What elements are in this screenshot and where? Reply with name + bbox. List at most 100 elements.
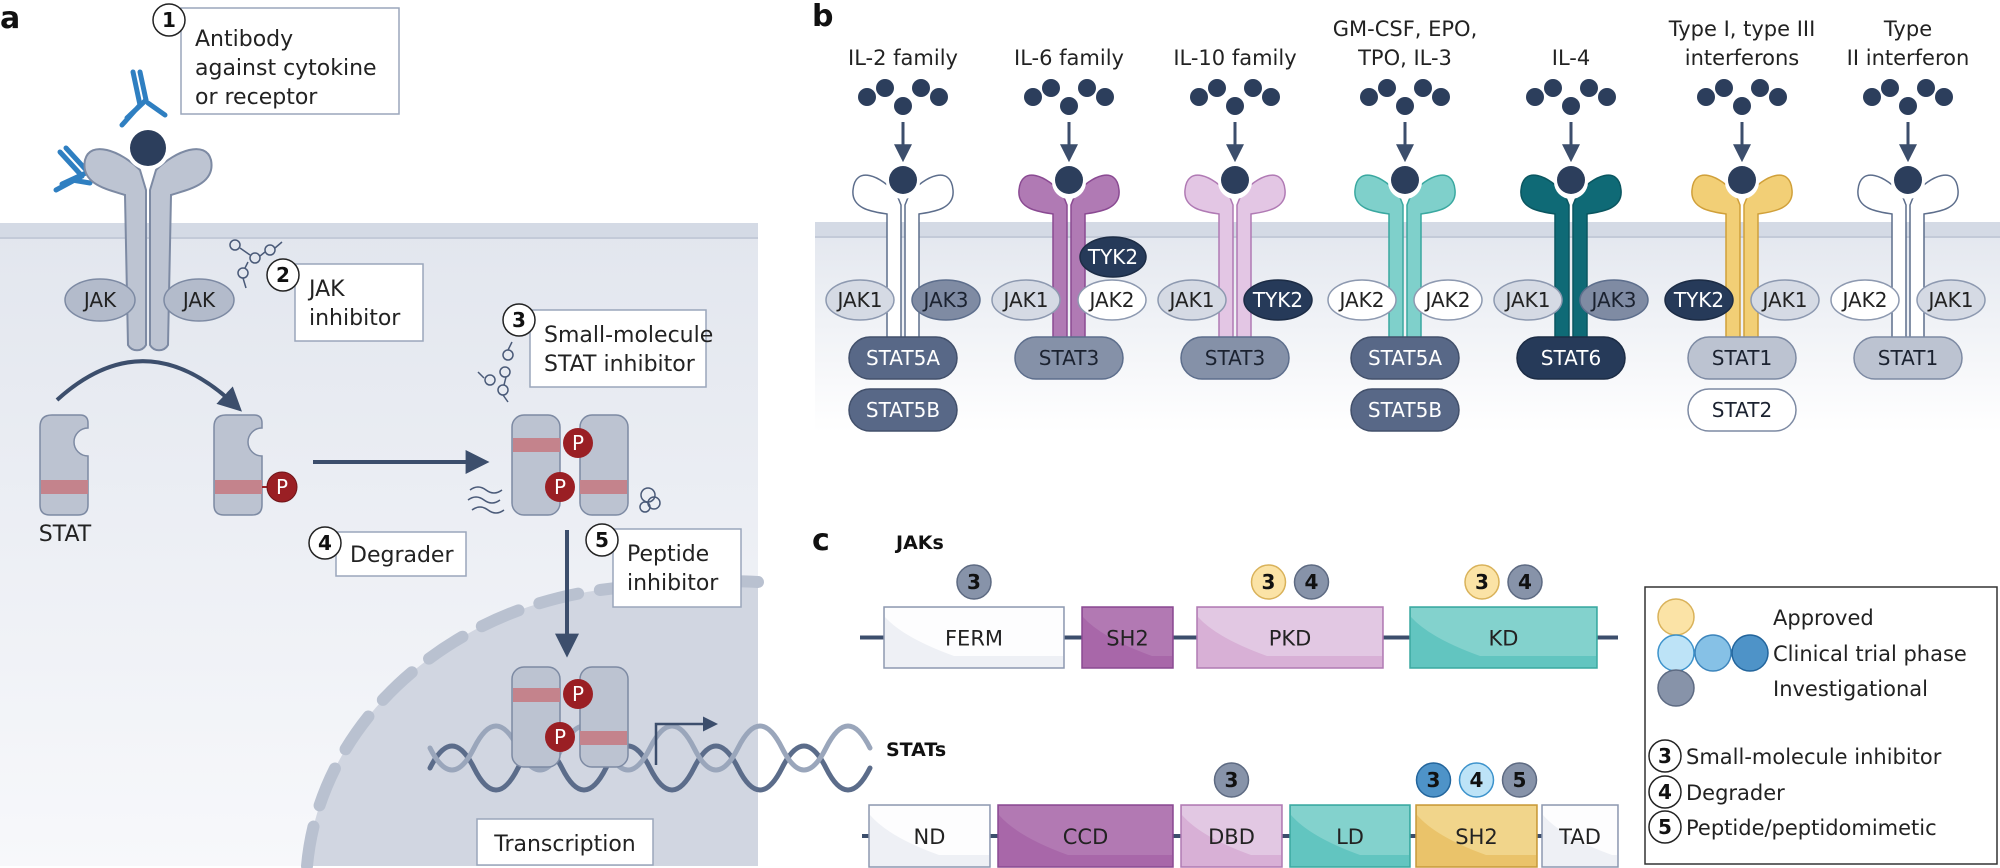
number-badge (308, 526, 342, 560)
drug-badge-approved (1250, 564, 1287, 600)
cytokine-dot (912, 79, 930, 97)
jak-right (1077, 279, 1147, 321)
jak-left (991, 279, 1061, 321)
cytokine-dot (1262, 88, 1280, 106)
drug-badge-clinical_3 (1415, 762, 1452, 798)
cytokine-dot (1526, 88, 1544, 106)
cytokine-dot (930, 88, 948, 106)
legend-swatch-clinical_1 (1657, 634, 1695, 672)
phosphorylation-arrow (55, 359, 242, 412)
domain-label: LD (1336, 825, 1364, 849)
domain-label: FERM (945, 627, 1003, 651)
cytokine-family-title: interferons (1685, 46, 1800, 70)
stat-pill (848, 388, 958, 432)
cytokine-dot (1917, 79, 1935, 97)
cytokine-dot (1715, 79, 1733, 97)
jak-left-label: JAK2 (1840, 288, 1887, 312)
cytokine-dot (1899, 97, 1917, 115)
drug-badge-label: 3 (1427, 768, 1441, 792)
stat-dimer-nuclear: P P (511, 666, 629, 768)
drug-badge-label: 5 (1513, 768, 1527, 792)
callout-box (612, 528, 742, 608)
cytokine-family-title: GM-CSF, EPO, (1333, 17, 1478, 41)
jak-right (1579, 279, 1649, 321)
stat-pill-label: STAT1 (1878, 346, 1938, 370)
legend-label: Small-molecule inhibitor (1686, 745, 1942, 769)
transcription-box (476, 818, 654, 866)
kinase-extra (1079, 236, 1147, 278)
jak-left-label: JAK2 (1337, 288, 1384, 312)
cytokine-dot (1881, 79, 1899, 97)
legend-status-item: Investigational (1657, 669, 1928, 707)
domain-label: SH2 (1455, 825, 1497, 849)
stat-pill (1014, 336, 1124, 380)
stat-dimer: P P (511, 414, 629, 516)
stat-pill-label: STAT5A (866, 346, 940, 370)
jak-right (1916, 279, 1986, 321)
drug-badge-label: 3 (967, 570, 981, 594)
legend-status-item: Approved (1657, 598, 1874, 636)
jaks-heading: JAKs (894, 532, 944, 554)
number-badge-label: 4 (1658, 780, 1672, 804)
callout-text: or receptor (195, 85, 318, 110)
kinase-extra-label: TYK2 (1087, 245, 1138, 269)
peptide-icon (639, 487, 661, 513)
drug-badge-investigational (1213, 762, 1250, 798)
legend-swatch-clinical_3 (1731, 634, 1769, 672)
domain-sh2: SH2 3 4 5 (1415, 762, 1538, 868)
cytokine-dot (1096, 88, 1114, 106)
domain-label: ND (914, 825, 946, 849)
drug-badge-label: 4 (1470, 768, 1484, 792)
domain-label: KD (1489, 627, 1519, 651)
domain-nd: ND (868, 804, 991, 868)
domain-label: TAD (1558, 825, 1601, 849)
cytokine-dot (1190, 88, 1208, 106)
jak-left (1664, 279, 1734, 321)
drug-badge-label: 3 (1475, 570, 1489, 594)
jak-left-label: JAK1 (1503, 288, 1550, 312)
antibody-icon (53, 69, 168, 193)
jak-right-label: JAK3 (1589, 288, 1636, 312)
cytokine-dot (1432, 88, 1450, 106)
jak-right-label: JAK3 (921, 288, 968, 312)
cytokine-family-title: TPO, IL-3 (1357, 46, 1452, 70)
stat-pill-label: STAT3 (1039, 346, 1099, 370)
number-badge (585, 523, 619, 557)
cytokine-family-title: Type I, type III (1668, 17, 1816, 41)
domain-tad: TAD (1541, 804, 1619, 868)
drug-badge-investigational (956, 564, 992, 600)
bound-cytokine (1391, 166, 1419, 194)
transcription-start-arrow (654, 716, 718, 765)
cytokine-dot (1697, 88, 1715, 106)
bound-cytokine (1894, 166, 1922, 194)
drug-badge-approved (1464, 564, 1500, 600)
cytokine-dot (1208, 79, 1226, 97)
stat-pill (1350, 388, 1460, 432)
panel-b-letter: b (812, 0, 833, 34)
domain-label: SH2 (1106, 627, 1148, 651)
cytokine-family-title: IL-2 family (848, 46, 958, 70)
callout-text: against cytokine (195, 56, 377, 81)
legend-swatch-approved (1657, 598, 1695, 636)
phospho-label: P (554, 725, 566, 749)
callout-text: Small-molecule (544, 323, 713, 348)
domain-label: PKD (1269, 627, 1312, 651)
callout-box (294, 263, 424, 342)
cytokine-dot (1024, 88, 1042, 106)
phospho-label: P (572, 682, 584, 706)
cytokine-dot (1769, 88, 1787, 106)
legend-label: Approved (1773, 606, 1874, 630)
number-badge (1648, 739, 1682, 773)
stat-pill-label: STAT6 (1541, 346, 1601, 370)
number-badge-label: 5 (595, 528, 609, 552)
cytokine-dot (1226, 97, 1244, 115)
